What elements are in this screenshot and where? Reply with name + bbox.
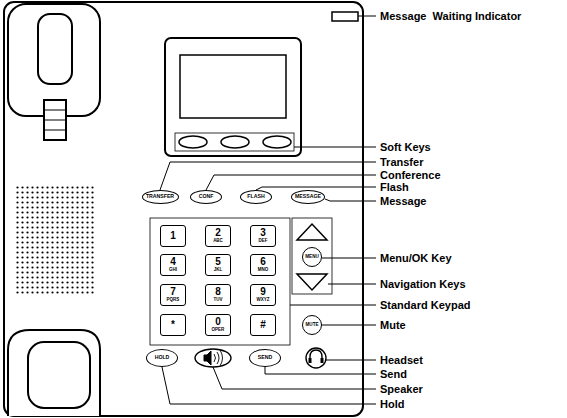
mute-key: MUTE xyxy=(302,315,322,335)
key-text: 3 xyxy=(260,228,266,238)
key-text: SEND xyxy=(258,355,272,360)
menu-key: MENU xyxy=(302,247,322,267)
callout-label: Standard Keypad xyxy=(380,298,470,312)
callout-label: Menu/OK Key xyxy=(380,251,452,265)
key-letters: TUV xyxy=(214,298,223,303)
key-text: 1 xyxy=(170,231,176,241)
key-letters: ABC xyxy=(213,239,223,244)
key-text: FLASH xyxy=(247,194,264,199)
key-letters: OPER xyxy=(212,328,225,333)
keypad-key: 7PQRS xyxy=(160,284,186,306)
key-text: 2 xyxy=(215,228,221,238)
keypad-key: 5JKL xyxy=(205,254,231,276)
key-letters: PQRS xyxy=(167,298,180,303)
keypad-key: 1 xyxy=(160,225,186,247)
keypad-key: 2ABC xyxy=(205,225,231,247)
keypad-key: * xyxy=(160,314,186,336)
keypad-key: 9WXYZ xyxy=(250,284,276,306)
key-text: 6 xyxy=(260,257,266,267)
send-key: SEND xyxy=(249,349,281,367)
key-text: MESSAGE xyxy=(295,194,321,199)
callout-label: Conference xyxy=(380,168,441,182)
key-text: TRANSFER xyxy=(146,194,174,199)
callout-label: Flash xyxy=(380,180,409,194)
key-text: 9 xyxy=(260,287,266,297)
callout-label: Send xyxy=(380,367,407,381)
key-text: # xyxy=(260,320,266,330)
key-text: 5 xyxy=(215,257,221,267)
key-letters: MNO xyxy=(258,268,269,273)
key-text: MENU xyxy=(305,255,319,260)
key-letters: JKL xyxy=(214,268,223,273)
key-text: 7 xyxy=(170,287,176,297)
key-text: 4 xyxy=(170,257,176,267)
keypad-key: 4GHI xyxy=(160,254,186,276)
function-key: MESSAGE xyxy=(291,190,325,204)
key-letters: GHI xyxy=(169,268,177,273)
key-text: MUTE xyxy=(305,323,318,328)
callout-label: Mute xyxy=(380,318,406,332)
key-text: 8 xyxy=(215,287,221,297)
callout-label: Speaker xyxy=(380,382,423,396)
callout-label: Headset xyxy=(380,353,423,367)
callout-label: Navigation Keys xyxy=(380,277,466,291)
callout-label: Soft Keys xyxy=(380,140,431,154)
key-text: 0 xyxy=(215,317,221,327)
key-text: * xyxy=(171,320,175,330)
keypad-key: 3DEF xyxy=(250,225,276,247)
function-key: CONF xyxy=(190,190,222,204)
keypad-key: 6MNO xyxy=(250,254,276,276)
function-key: TRANSFER xyxy=(142,190,179,204)
keypad-key: 0OPER xyxy=(205,314,231,336)
key-text: HOLD xyxy=(155,355,170,360)
callout-label: Message Waiting Indicator xyxy=(380,9,521,23)
function-key: FLASH xyxy=(240,190,272,204)
callout-label: Transfer xyxy=(380,155,423,169)
callout-label: Hold xyxy=(380,397,404,411)
callout-label: Message xyxy=(380,194,426,208)
keypad-key: # xyxy=(250,314,276,336)
key-text: CONF xyxy=(199,194,214,199)
keypad-key: 8TUV xyxy=(205,284,231,306)
hold-key: HOLD xyxy=(146,349,178,367)
key-letters: WXYZ xyxy=(257,298,270,303)
key-letters: DEF xyxy=(259,239,268,244)
